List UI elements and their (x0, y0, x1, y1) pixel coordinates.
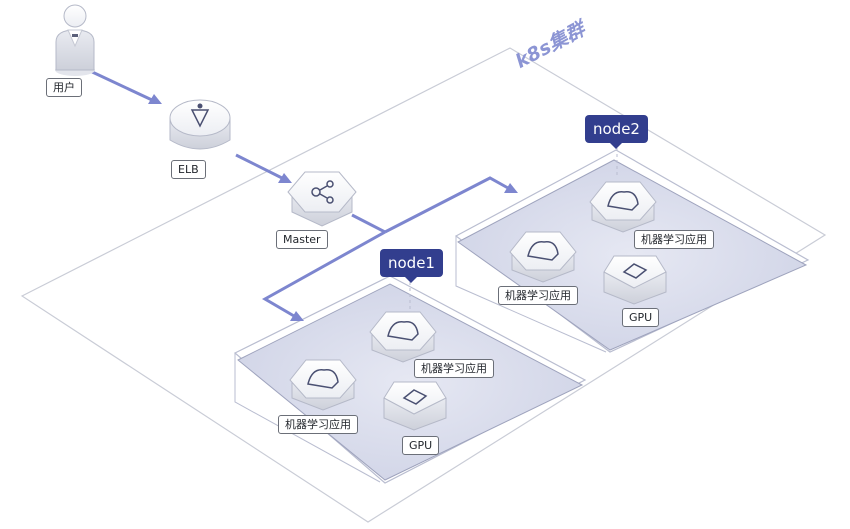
node2-app-label-2: 机器学习应用 (498, 286, 578, 305)
arrow-master-out (351, 213, 386, 234)
arrow-heads (148, 94, 518, 321)
user-icon (55, 4, 95, 76)
node2-tag: node2 (585, 115, 648, 149)
user-label: 用户 (46, 78, 82, 97)
node1-app-icon-2 (289, 359, 357, 411)
arrow-to-node2 (384, 176, 509, 234)
master-icon (287, 171, 357, 227)
node2-app-label-1: 机器学习应用 (634, 230, 714, 249)
elb-icon (169, 99, 231, 150)
node2-app-icon-1 (589, 181, 657, 233)
arrow-user-to-elb (87, 68, 153, 102)
node1-gpu-icon (383, 381, 447, 431)
arrow-elb-to-master (235, 153, 283, 180)
arrow-to-node1 (261, 230, 386, 318)
node2-gpu-label: GPU (622, 308, 660, 327)
flow-arrows (87, 68, 509, 318)
node1-app-label-2: 机器学习应用 (278, 415, 358, 434)
node1-app-icon-1 (369, 311, 437, 363)
elb-label: ELB (171, 160, 206, 179)
node1-tag: node1 (380, 249, 443, 283)
node1-gpu-label: GPU (402, 436, 440, 455)
node1-app-label-1: 机器学习应用 (414, 359, 494, 378)
master-label: Master (276, 230, 328, 249)
node2-gpu-icon (603, 255, 667, 305)
node2-app-icon-2 (509, 231, 577, 283)
